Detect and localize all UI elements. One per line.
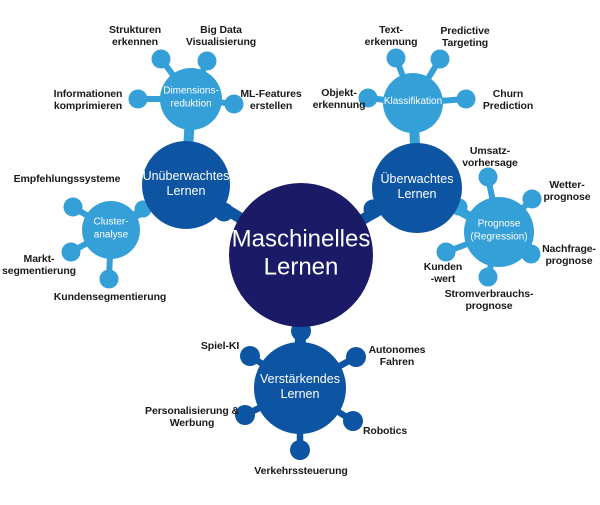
node-prognose-regression bbox=[464, 197, 534, 267]
knob-markt bbox=[61, 242, 81, 262]
knob-bigdata bbox=[197, 51, 217, 71]
knob-verkehr bbox=[290, 440, 310, 460]
knob-texterkennung bbox=[386, 48, 406, 68]
label-klassifikation: Klassifikation bbox=[383, 95, 443, 107]
knob-stromverbrauch bbox=[478, 267, 498, 287]
node-verstaerkendes-lernen bbox=[254, 342, 346, 434]
label-texterkennung: Text- erkennung bbox=[364, 23, 418, 48]
label-unueberwachtes-lernen: Unüberwachtes Lernen bbox=[142, 169, 230, 198]
node-dimensionsreduktion bbox=[160, 68, 222, 130]
knob-kundenseg bbox=[99, 269, 119, 289]
label-verstaerkendes-lernen: Verstärkendes Lernen bbox=[260, 372, 340, 401]
label-empfehlungssysteme: Empfehlungssysteme bbox=[13, 172, 121, 185]
label-churn-prediction: Churn Prediction bbox=[482, 87, 534, 112]
knob-mlfeatures bbox=[224, 94, 244, 114]
label-clusteranalyse: Cluster- analyse bbox=[93, 216, 129, 241]
label-autonomes-fahren: Autonomes Fahren bbox=[368, 343, 426, 368]
knob-predictive bbox=[430, 49, 450, 69]
knob-empfehlung bbox=[63, 197, 83, 217]
knob-autonomes bbox=[346, 347, 366, 367]
label-maschinelles-lernen: Maschinelles Lernen bbox=[231, 225, 371, 281]
label-kundensegmentierung: Kundensegmentierung bbox=[53, 290, 167, 303]
knob-objekt bbox=[358, 88, 378, 108]
label-ueberwachtes-lernen: Überwachtes Lernen bbox=[380, 172, 454, 201]
node-ueberwachtes-lernen bbox=[372, 143, 462, 233]
knob-personalisierung bbox=[235, 405, 255, 425]
label-umsatzvorhersage: Umsatz- vorhersage bbox=[462, 144, 518, 169]
label-bigdata-visualisierung: Big Data Visualisierung bbox=[185, 23, 257, 48]
label-marktsegmentierung: Markt- segmentierung bbox=[2, 252, 76, 277]
label-prognose-regression: Prognose (Regression) bbox=[470, 218, 528, 243]
node-maschinelles-lernen bbox=[229, 183, 373, 327]
knob-churn bbox=[456, 89, 476, 109]
label-mlfeatures-erstellen: ML-Features erstellen bbox=[240, 87, 302, 112]
knob-spielki bbox=[240, 346, 260, 366]
node-unueberwachtes-lernen bbox=[142, 141, 230, 229]
label-objekterkennung: Objekt- erkennung bbox=[312, 86, 366, 111]
knob-robotics bbox=[343, 411, 363, 431]
label-verkehrssteuerung: Verkehrssteuerung bbox=[254, 464, 348, 477]
label-nachfrageprognose: Nachfrage- prognose bbox=[542, 242, 596, 267]
knob-kundenwert bbox=[436, 242, 456, 262]
knob-strukturen bbox=[151, 49, 171, 69]
label-wetterprognose: Wetter- prognose bbox=[543, 178, 591, 203]
label-predictive-targeting: Predictive Targeting bbox=[440, 24, 490, 49]
node-clusteranalyse bbox=[82, 201, 140, 259]
label-strukturen-erkennen: Strukturen erkennen bbox=[108, 23, 162, 48]
knob-informationen bbox=[128, 89, 148, 109]
label-robotics: Robotics bbox=[362, 424, 408, 437]
label-personalisierung-werbung: Personalisierung & Werbung bbox=[145, 404, 239, 429]
node-klassifikation bbox=[383, 73, 443, 133]
knob-umsatz bbox=[478, 167, 498, 187]
label-stromverbrauchsprognose: Stromverbrauchs- prognose bbox=[444, 287, 534, 312]
knob-wetter bbox=[522, 189, 542, 209]
label-informationen-komprimieren: Informationen komprimieren bbox=[53, 87, 123, 112]
label-dimensionsreduktion: Dimensions- reduktion bbox=[163, 85, 219, 110]
label-kundenwert: Kunden -wert bbox=[423, 260, 463, 285]
label-spiel-ki: Spiel-KI bbox=[200, 339, 240, 352]
